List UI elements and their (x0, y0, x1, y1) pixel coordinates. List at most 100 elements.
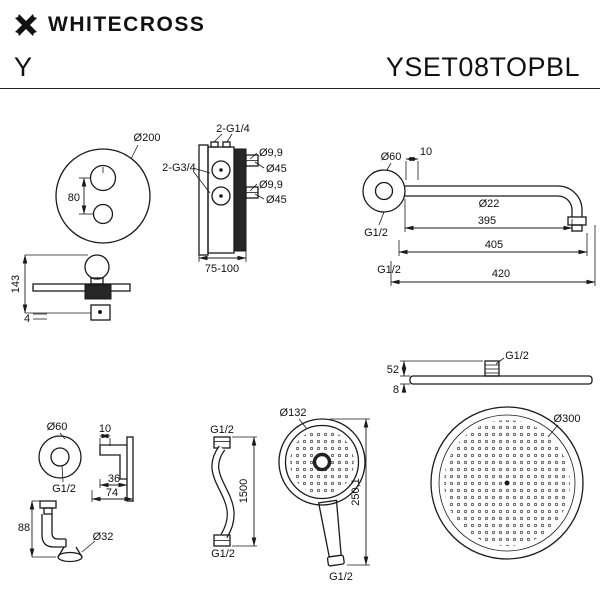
elbow-side-stem (43, 507, 53, 515)
arm-end-nut (567, 216, 587, 226)
leader-line (249, 152, 258, 160)
elbow-flange-inner (50, 447, 70, 467)
head-top-outer (430, 406, 584, 560)
dim-hand-head-d: Ø132 (280, 407, 307, 419)
arm-flange-circle (362, 169, 406, 213)
dim-elbow-thread: G1/2 (52, 483, 76, 495)
leader-line (495, 357, 505, 365)
side-port-bottom (211, 186, 231, 206)
hose-fitting-top (213, 436, 231, 449)
leader-line (378, 211, 385, 226)
port-center (219, 168, 223, 172)
elbow-wall-plate (126, 436, 134, 502)
dim-depth-range: 75-100 (205, 263, 239, 275)
elbow-holder-profile (99, 444, 127, 480)
mixer-profile-view: 143 4 (10, 254, 131, 325)
dim-arm-len-outer: 420 (492, 268, 510, 280)
arm-tube-inner (405, 195, 573, 217)
mixer-knob-bottom (92, 203, 114, 225)
dim-arm-thread-end: G1/2 (377, 264, 401, 276)
head-top-inner-ring (438, 414, 576, 552)
leader-line (254, 161, 265, 169)
brand-header: WHITECROSS (13, 12, 205, 38)
hand-shower-view: Ø132 G1/2 250,1 (278, 407, 370, 583)
top-port (210, 141, 219, 148)
shower-arm-view: Ø60 10 Ø22 395 G1/2 405 G1/2 420 (362, 146, 596, 286)
handle-body (317, 499, 342, 558)
leader-line (386, 162, 392, 171)
side-port-top (211, 160, 231, 180)
holder-ring (57, 551, 83, 563)
handle-end-fitting (326, 554, 345, 567)
title-row: Y YSET08TOPBL (14, 52, 580, 83)
dim-arm-tube-d: Ø22 (479, 198, 500, 210)
arm-end-stub (571, 224, 583, 232)
overhead-side-view: G1/2 52 8 (387, 350, 593, 396)
top-port (222, 141, 231, 148)
model-code: YSET08TOPBL (385, 52, 580, 82)
dim-elbow-outlet: Ø32 (93, 531, 114, 543)
dim-head-stub-h: 52 (387, 364, 399, 376)
mixer-plate-circle (55, 148, 151, 244)
overhead-top-view: Ø300 (430, 406, 584, 560)
brand-name: WHITECROSS (48, 13, 206, 36)
dim-arm-thread-wall: G1/2 (364, 227, 388, 239)
series-letter: Y (14, 52, 33, 82)
leader-line (547, 424, 559, 438)
leader-line (226, 133, 233, 143)
elbow-body (41, 514, 67, 548)
dim-head-top-d: Ø300 (554, 413, 581, 425)
dim-elbow-depth: 10 (99, 423, 111, 435)
dim-arm-len-inner: 395 (478, 215, 496, 227)
hose-view: G1/2 G1/2 1500 (210, 424, 257, 560)
dim-arm-len-mid: 405 (485, 239, 503, 251)
leader-line (61, 465, 64, 483)
hand-head-ring (284, 424, 360, 500)
dim-profile-offset: 4 (24, 313, 30, 325)
leader-line (192, 170, 211, 194)
dim-trim-d2: Ø45 (266, 194, 287, 206)
leader-line (130, 144, 139, 160)
dim-profile-height: 143 (10, 275, 22, 293)
dim-plate-diameter: Ø200 (134, 132, 161, 144)
dim-hand-length: 250,1 (350, 478, 362, 506)
leader-line (192, 167, 211, 174)
technical-drawing: 80 Ø200 2-G1/4 2-G3/4 Ø9,9 Ø45 Ø9,9 Ø45 (10, 123, 596, 583)
leader-line (81, 540, 96, 553)
mixer-profile-plate (32, 283, 131, 292)
leader-line (249, 183, 258, 192)
dim-top-ports: 2-G1/4 (216, 123, 250, 135)
profile-knob (84, 254, 110, 280)
dim-side-ports: 2-G3/4 (162, 162, 196, 174)
dim-hand-thread: G1/2 (329, 571, 353, 583)
mixer-section-view: 2-G1/4 2-G3/4 Ø9,9 Ø45 Ø9,9 Ø45 75-100 (162, 123, 287, 275)
dim-hose-length: 1500 (238, 479, 250, 503)
dim-head-thread: G1/2 (505, 350, 529, 362)
box-center (98, 310, 102, 314)
mixer-mount-plate (198, 144, 209, 256)
port-center (219, 194, 223, 198)
dim-stem-d1: Ø9,9 (259, 147, 283, 159)
profile-box (90, 304, 111, 321)
dim-hose-thread-top: G1/2 (210, 424, 234, 436)
hand-head-center (312, 452, 332, 472)
mixer-wall-section (233, 148, 247, 252)
dim-hose-thread-bottom: G1/2 (211, 548, 235, 560)
mixer-body (207, 146, 235, 254)
elbow-side-flange (39, 500, 57, 509)
hand-shower-handle (317, 499, 345, 567)
dim-arm-flange-depth: 10 (420, 146, 432, 158)
whitecross-logo-icon (15, 14, 37, 36)
dim-elbow-height: 88 (18, 522, 30, 534)
leader-line (254, 193, 265, 200)
profile-wall-block (84, 284, 112, 300)
dim-knob-spacing: 80 (68, 192, 80, 204)
head-plate-side (409, 375, 593, 385)
head-top-center (504, 480, 510, 486)
dim-elbow-a: 36 (108, 473, 120, 485)
knob-stem (90, 277, 104, 285)
leader-line (213, 133, 223, 143)
dim-arm-flange: Ø60 (381, 151, 402, 163)
wall-elbow-view: Ø60 G1/2 10 36 74 88 Ø32 (18, 421, 134, 563)
dim-trim-d1: Ø45 (266, 163, 287, 175)
